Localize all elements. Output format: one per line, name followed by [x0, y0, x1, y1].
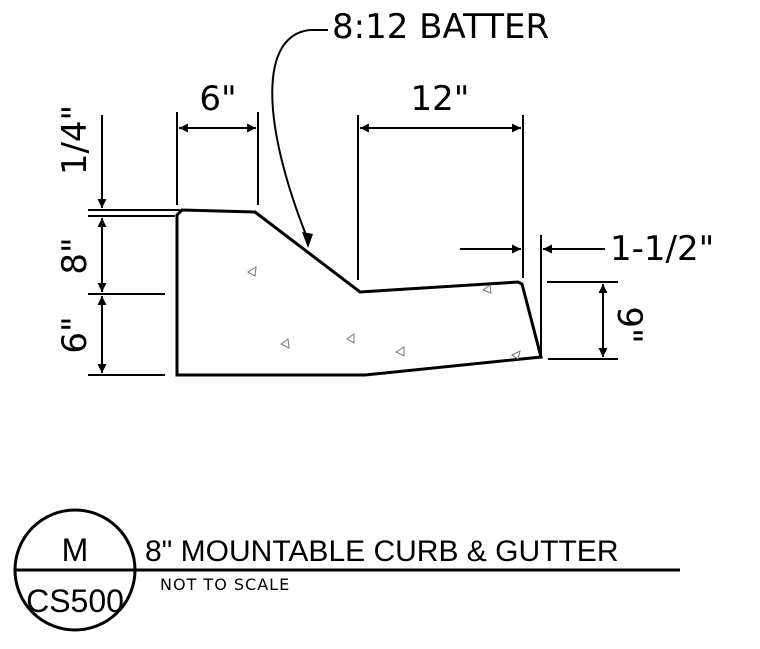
bubble-top-label: M [62, 532, 89, 568]
dim-12-top: 12" [357, 79, 524, 280]
detail-subtitle: NOT TO SCALE [160, 575, 290, 594]
batter-callout: 8:12 BATTER [271, 7, 549, 248]
dim-quarter-label: 1/4" [55, 105, 95, 175]
detail-title: 8" MOUNTABLE CURB & GUTTER [145, 535, 618, 568]
dim-12-label: 12" [411, 79, 470, 119]
dim-right: 1-1/2" 9" [460, 229, 714, 360]
dim-8-label: 8" [55, 237, 95, 274]
batter-label: 8:12 BATTER [332, 7, 549, 47]
dim-6-label: 6" [199, 79, 236, 119]
concrete-hatch [247, 266, 521, 360]
curb-profile [175, 208, 543, 377]
dim-6-left-label: 6" [55, 316, 95, 353]
dim-9-label: 9" [609, 306, 649, 343]
bubble-bottom-label: CS500 [26, 583, 124, 619]
dim-1-5-label: 1-1/2" [610, 229, 714, 269]
dim-6-top: 6" [176, 79, 259, 205]
title-block: M CS500 8" MOUNTABLE CURB & GUTTER NOT T… [13, 508, 680, 632]
dim-left-vertical: 1/4" 8" 6" [55, 105, 180, 376]
